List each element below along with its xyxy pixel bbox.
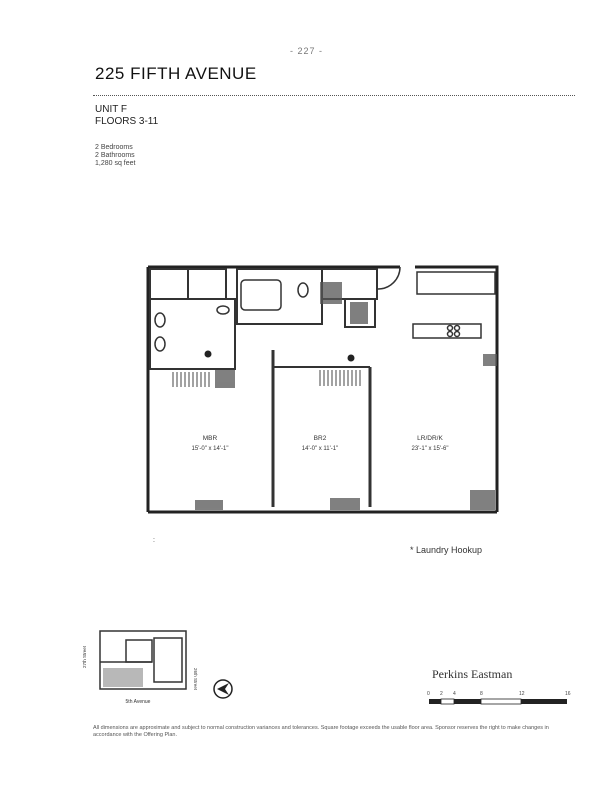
exterior-wall-right-top	[415, 265, 499, 512]
floors-label: FLOORS 3-11	[95, 116, 159, 127]
kitchen-counter	[416, 271, 496, 295]
bedrooms-count: 2 Bedrooms	[95, 144, 133, 151]
scale-tick: 0	[427, 691, 430, 697]
dark-fill	[320, 282, 342, 304]
toilet-fixture	[297, 282, 309, 298]
laundry-note: * Laundry Hookup	[410, 545, 483, 555]
key-plan-unit-highlight	[103, 668, 143, 687]
room-name-mbr: MBR	[203, 435, 218, 442]
dark-fill	[350, 302, 368, 324]
unit-specs: 2 Bedrooms 2 Bathrooms 1,280 sq feet	[95, 144, 135, 168]
stray-mark: :	[153, 537, 155, 544]
cooktop-burner	[446, 324, 454, 332]
dark-fill	[195, 500, 223, 510]
page-mark: - 227 -	[290, 46, 324, 56]
key-plan: 27th Street 26th Street 5th Avenue	[82, 630, 198, 705]
room-dims-lr: 23'-1" x 15'-6"	[412, 446, 449, 452]
mbr-closet	[149, 298, 236, 370]
scale-tick: 4	[453, 691, 456, 697]
cooktop-burner	[453, 324, 461, 332]
room-name-br2: BR2	[314, 435, 327, 442]
hall-closet	[344, 298, 376, 328]
dark-fill	[330, 498, 360, 510]
north-arrow-icon	[213, 679, 233, 699]
title-divider	[93, 95, 575, 96]
scale-tick: 16	[565, 691, 571, 697]
room-name-lr: LR/DR/K	[417, 435, 443, 442]
bathtub	[240, 279, 282, 311]
br2-closet-slats	[319, 370, 361, 386]
building-title: 225 FIFTH AVENUE	[95, 64, 257, 83]
laundry-marker	[204, 350, 212, 358]
key-plan-block	[99, 630, 187, 690]
scale-bar: 0 2 4 8 12 16	[427, 691, 571, 705]
unit-info: UNIT F FLOORS 3-11	[95, 104, 158, 128]
sink-fixture	[216, 305, 230, 315]
laundry-marker	[347, 354, 355, 362]
scale-tick: 8	[480, 691, 483, 697]
room-dims-br2: 14'-0" x 11'-1"	[302, 446, 338, 452]
bath-2	[236, 268, 323, 325]
dark-fill	[215, 370, 235, 388]
floor-plan: MBR 15'-0" x 14'-1" BR2 14'-0" x 11'-1" …	[146, 265, 499, 514]
kitchen-island	[412, 323, 482, 339]
dark-fill	[483, 354, 497, 366]
room-dims-mbr: 15'-0" x 14'-1"	[192, 446, 229, 452]
toilet-fixture	[154, 336, 166, 352]
closet-1	[187, 268, 227, 300]
bath-1	[149, 268, 189, 300]
key-plan-core	[125, 639, 153, 663]
unit-label: UNIT F	[95, 104, 128, 115]
scale-tick: 2	[440, 691, 443, 697]
street-right: 26th Street	[193, 668, 198, 691]
mbr-closet-slats	[172, 372, 210, 387]
street-left: 27th Street	[82, 645, 87, 668]
cooktop-burner	[446, 330, 454, 338]
bathrooms-count: 2 Bathrooms	[95, 152, 135, 159]
architect-name: Perkins Eastman	[432, 667, 513, 681]
street-bottom: 5th Avenue	[126, 699, 151, 705]
dark-fill	[470, 490, 495, 510]
scale-tick: 12	[519, 691, 525, 697]
area-sqft: 1,280 sq feet	[95, 160, 136, 167]
entry-door-swing	[377, 266, 401, 290]
toilet-fixture	[154, 312, 166, 328]
key-plan-wing	[153, 637, 183, 683]
cooktop-burner	[453, 330, 461, 338]
disclaimer-footnote: All dimensions are approximate and subje…	[93, 725, 549, 738]
scale-bar-segments	[429, 698, 567, 705]
